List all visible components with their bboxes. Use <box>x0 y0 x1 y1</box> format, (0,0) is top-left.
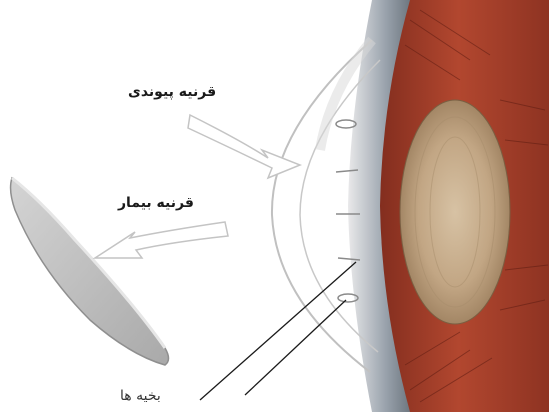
arrow-donor <box>188 115 300 178</box>
patient-cornea-label: قرنيه بيمار <box>118 195 194 211</box>
sutures-label: بخيه ها <box>120 388 161 404</box>
suture <box>336 120 356 128</box>
arrow-patient <box>95 222 228 258</box>
suture-pointer-lines <box>200 262 356 400</box>
lens <box>400 100 510 324</box>
donor-cornea-label: قرنيه پيوندی <box>128 84 216 100</box>
